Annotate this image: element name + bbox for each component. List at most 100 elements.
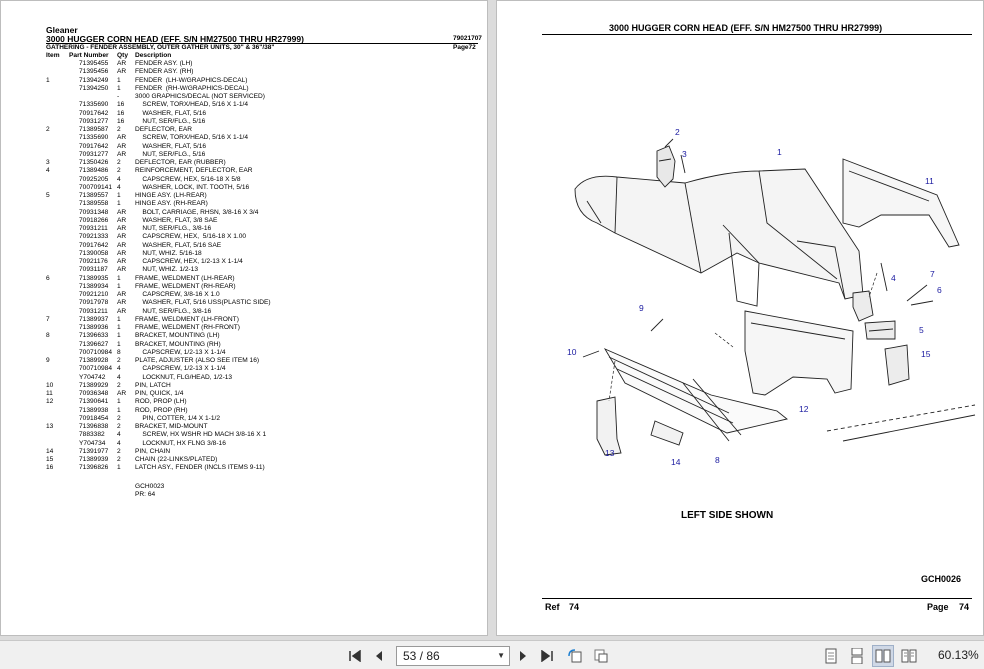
description-cell: CAPSCREW, 1/2-13 X 1-1/4 — [135, 348, 226, 356]
brand-name: Gleaner — [46, 25, 78, 35]
qty-cell: AR — [117, 134, 127, 142]
qty-cell: 1 — [117, 332, 121, 340]
col-item: Item — [46, 52, 60, 59]
qty-cell: AR — [117, 233, 127, 241]
part-number-cell: 71389939 — [79, 456, 109, 463]
diagram-footer-rule — [542, 598, 972, 599]
ref-label: Ref — [545, 602, 560, 612]
qty-cell: AR — [117, 216, 127, 224]
part-number-cell: 70917642 — [79, 142, 109, 150]
diagram-header-rule — [542, 34, 972, 35]
section-subtitle: GATHERING - FENDER ASSEMBLY, OUTER GATHE… — [46, 44, 275, 51]
item-cell: 3 — [46, 159, 50, 166]
description-cell: FENDER (RH-W/GRAPHICS-DECAL) — [135, 84, 249, 92]
description-cell: HINGE ASY. (LH-REAR) — [135, 192, 207, 199]
qty-cell: 2 — [117, 126, 121, 133]
description-cell: FRAME, WELDMENT (RH-REAR) — [135, 282, 236, 290]
description-cell: WASHER, FLAT, 5/16 USS(PLASTIC SIDE) — [135, 299, 271, 307]
next-page-icon[interactable] — [512, 645, 534, 667]
fit-icon[interactable] — [590, 645, 612, 667]
callout-3: 3 — [682, 149, 687, 159]
inner-panel-part — [744, 310, 854, 396]
description-cell: NUT, WHIZ. 5/16-18 — [135, 249, 202, 257]
rotate-icon[interactable] — [564, 645, 586, 667]
qty-cell: 2 — [117, 447, 121, 455]
callout-15: 15 — [921, 349, 931, 359]
chevron-down-icon[interactable]: ▼ — [497, 651, 505, 660]
qty-cell: 1 — [117, 464, 121, 472]
description-cell: CAPSCREW, 3/8-16 X 1.0 — [135, 291, 220, 298]
part-number-cell: 71389935 — [79, 274, 109, 282]
part-number-cell: 70931211 — [79, 307, 108, 315]
description-cell: DEFLECTOR, EAR — [135, 126, 193, 133]
qty-cell: AR — [117, 241, 127, 249]
part-number-cell: 70917978 — [79, 299, 109, 307]
part-number-cell: 71389936 — [79, 324, 109, 331]
part-number-cell: 70931211 — [79, 225, 108, 232]
last-page-icon[interactable] — [536, 645, 558, 667]
qty-cell: 2 — [117, 167, 121, 175]
part-number-cell: 70917642 — [79, 109, 109, 117]
item-cell: 12 — [46, 398, 54, 406]
description-cell: REINFORCEMENT, DEFLECTOR, EAR — [135, 167, 253, 175]
description-cell: SCREW, TORX/HEAD, 5/16 X 1-1/4 — [135, 101, 248, 109]
single-page-icon[interactable] — [820, 645, 842, 667]
zoom-level[interactable]: 60.13% — [938, 648, 979, 662]
part-number-cell: 71390058 — [79, 249, 109, 257]
part-number-cell: 70931277 — [79, 150, 109, 158]
part-number-cell: 70918266 — [79, 216, 109, 224]
part-number-cell: 71350426 — [79, 159, 109, 166]
description-cell: SCREW, HX WSHR HD MACH 3/8-16 X 1 — [135, 431, 267, 439]
page-indicator[interactable]: 53 / 86 ▼ — [396, 646, 510, 666]
two-page-icon[interactable] — [872, 645, 894, 667]
qty-cell: AR — [117, 208, 127, 216]
description-cell: BRACKET, MOUNTING (LH) — [135, 332, 220, 340]
callout-13: 13 — [605, 448, 615, 458]
scroll-icon[interactable] — [846, 645, 868, 667]
description-cell: PIN, CHAIN — [135, 447, 171, 455]
part-number-cell: 70931277 — [79, 117, 109, 125]
prev-page-icon[interactable] — [368, 645, 390, 667]
adjuster-bolt — [650, 318, 664, 332]
callout-12: 12 — [799, 404, 809, 414]
description-cell: WASHER, FLAT, 5/16 — [135, 142, 207, 150]
qty-cell: - — [117, 93, 120, 100]
qty-cell: 1 — [117, 76, 121, 84]
qty-cell: 1 — [117, 200, 121, 208]
footer-pr: PR: 64 — [135, 491, 156, 498]
description-cell: FRAME, WELDMENT (LH-FRONT) — [135, 315, 239, 323]
header-rule — [46, 43, 478, 44]
description-cell: CAPSCREW, 1/2-13 X 1-1/4 — [135, 365, 226, 373]
document-viewer[interactable]: Gleaner 3000 HUGGER CORN HEAD (EFF. S/N … — [0, 0, 984, 640]
qty-cell: AR — [117, 225, 127, 232]
first-page-icon[interactable] — [344, 645, 366, 667]
qty-cell: 2 — [117, 159, 121, 166]
qty-cell: 1 — [117, 398, 121, 406]
part-number-cell: 7883382 — [79, 431, 105, 439]
item-cell: 5 — [46, 192, 50, 199]
table-row: -3000 GRAPHICS/DECAL (NOT SERVICED) — [1, 93, 487, 101]
qty-cell: 8 — [117, 348, 121, 356]
exploded-diagram: 1 2 3 4 5 6 7 8 9 10 11 12 13 14 15 — [567, 127, 976, 467]
qty-cell: AR — [117, 299, 127, 307]
qty-cell: 2 — [117, 423, 121, 430]
footer-page-label: Page — [927, 602, 949, 612]
book-icon[interactable] — [898, 645, 920, 667]
description-cell: LOCKNUT, HX FLNG 3/8-16 — [135, 439, 226, 447]
